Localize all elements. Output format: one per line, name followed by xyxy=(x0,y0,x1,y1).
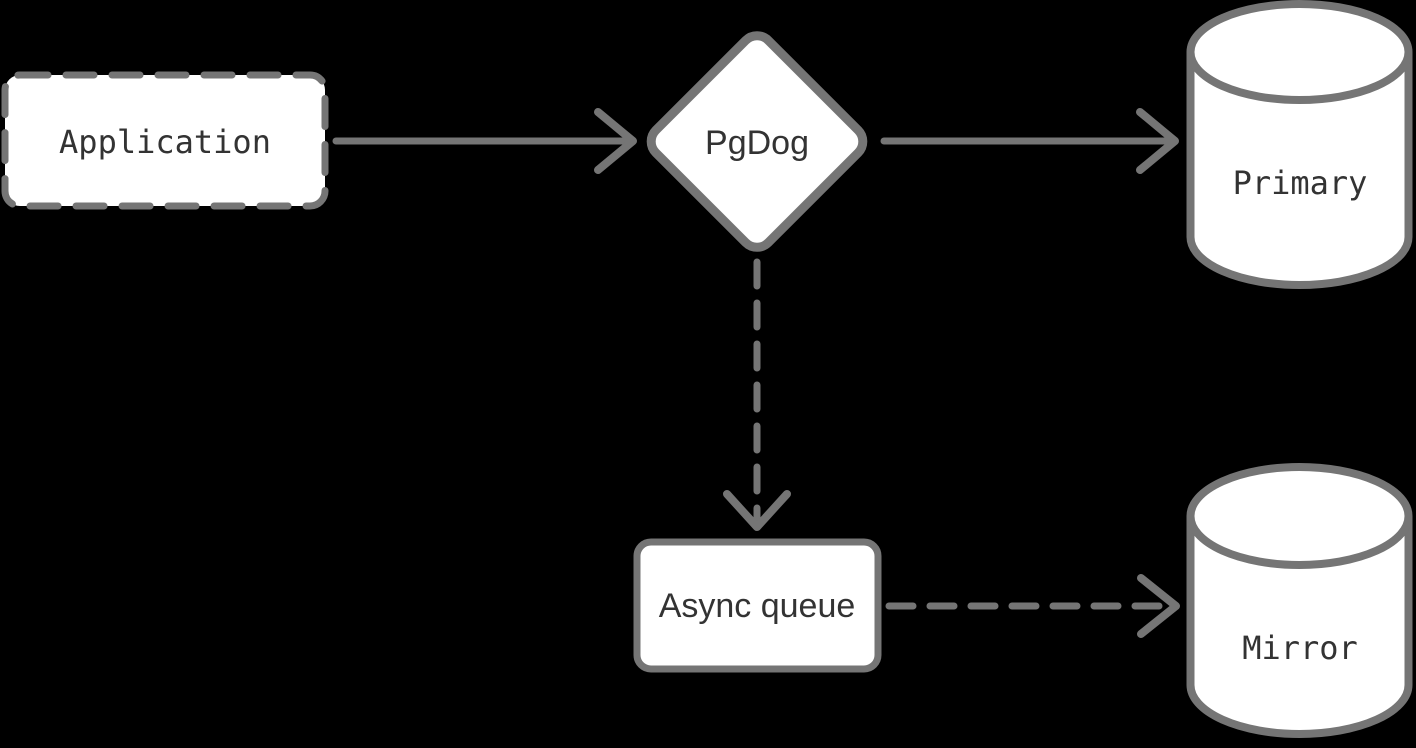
application-shape xyxy=(1,71,329,210)
application-label: Application xyxy=(59,123,271,161)
primary-cylinder-body xyxy=(1186,52,1413,289)
arrowhead-icon xyxy=(1137,574,1180,638)
edge-pgdog-primary xyxy=(880,108,1179,174)
pgdog-shape xyxy=(646,31,868,252)
async-queue-shape xyxy=(633,538,882,673)
mirror-cylinder-top xyxy=(1186,463,1413,569)
async-queue-label: Async queue xyxy=(659,587,856,625)
edge-application-pgdog xyxy=(332,108,637,174)
primary-cylinder-top xyxy=(1186,0,1413,104)
primary-node: Primary xyxy=(1186,0,1413,289)
edge-async-queue-mirror xyxy=(885,574,1180,638)
mirror-label: Mirror xyxy=(1242,629,1358,667)
pgdog-node: PgDog xyxy=(646,31,868,252)
mirror-node: Mirror xyxy=(1186,463,1413,738)
edge-pgdog-async-queue xyxy=(723,258,791,531)
async-queue-node: Async queue xyxy=(633,538,882,673)
primary-label: Primary xyxy=(1233,164,1368,202)
arrowhead-icon xyxy=(594,108,637,174)
mirror-cylinder-body xyxy=(1186,516,1413,738)
application-node: Application xyxy=(1,71,329,210)
pgdog-label: PgDog xyxy=(705,124,809,162)
arrowhead-icon xyxy=(1136,108,1179,174)
arrowhead-icon xyxy=(723,490,791,531)
